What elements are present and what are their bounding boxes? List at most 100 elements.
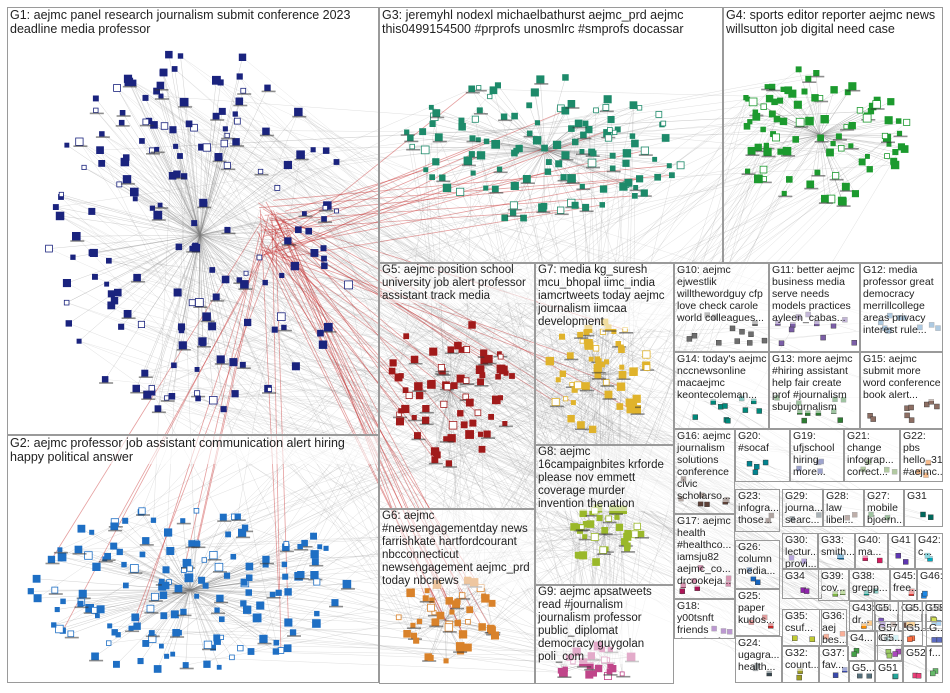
edge-inter [206, 586, 565, 670]
node-g4 [891, 158, 897, 164]
node-g4 [838, 145, 844, 151]
node-g1 [180, 98, 188, 106]
node-g3 [457, 188, 464, 195]
node-label-mark [631, 413, 645, 415]
node-g5 [459, 347, 464, 352]
node-label-mark [436, 181, 450, 183]
node-g1 [119, 324, 124, 329]
node-label-mark [210, 300, 224, 302]
node-label-mark [460, 383, 474, 385]
node-g2 [318, 545, 322, 549]
node-g1 [130, 188, 138, 196]
node-g5 [466, 431, 474, 439]
node-g19 [797, 466, 802, 471]
node-g10 [730, 326, 735, 331]
node-g4 [867, 167, 873, 173]
node-g5 [489, 414, 494, 419]
node-g3 [632, 193, 637, 198]
node-g1 [323, 206, 328, 211]
node-label-mark [445, 353, 459, 355]
node-g4 [765, 85, 769, 89]
node-g38 [873, 589, 878, 594]
node-g4 [815, 170, 820, 175]
node-g40 [877, 558, 882, 563]
node-label-mark [564, 359, 578, 361]
node-g2 [181, 519, 185, 523]
node-label-mark [191, 547, 205, 549]
node-g1 [236, 98, 243, 105]
edge-inter [175, 69, 831, 630]
node-g25 [768, 623, 773, 628]
node-g16 [723, 499, 728, 504]
edge-inter [164, 124, 190, 596]
node-g1 [124, 75, 131, 82]
node-g8 [593, 559, 600, 566]
node-g2 [311, 551, 319, 559]
node-g25 [762, 615, 767, 620]
node-g17 [726, 582, 731, 587]
node-g24 [767, 671, 772, 676]
node-g16 [681, 477, 686, 482]
node-g1 [123, 176, 131, 184]
node-g5 [395, 374, 402, 381]
node-g2 [332, 600, 338, 606]
node-g38 [864, 590, 869, 595]
node-g3 [477, 152, 485, 160]
node-g1 [138, 321, 144, 327]
node-g5 [458, 411, 464, 417]
node-g4 [764, 148, 772, 156]
node-g3 [469, 86, 475, 92]
node-g3 [421, 146, 429, 154]
node-label-mark [521, 182, 535, 184]
node-g3 [430, 175, 435, 180]
node-g3 [623, 150, 631, 158]
node-label-mark [819, 202, 833, 204]
node-g3 [608, 116, 614, 122]
node-g1 [108, 302, 115, 309]
node-g4 [885, 117, 892, 124]
node-g5 [485, 355, 492, 362]
node-g3 [545, 169, 551, 175]
node-g39 [840, 590, 845, 595]
node-g1 [233, 112, 238, 117]
node-g5 [446, 461, 452, 467]
node-g12 [878, 320, 883, 325]
node-g41 [896, 553, 901, 558]
node-g2 [276, 590, 281, 595]
node-g1 [295, 108, 303, 116]
node-g12 [882, 326, 887, 331]
node-g32 [797, 675, 802, 680]
node-label-mark [429, 626, 443, 628]
node-g1 [282, 325, 287, 330]
node-g1 [263, 128, 270, 135]
node-g25 [749, 620, 754, 625]
node-g5 [431, 448, 438, 455]
node-g8 [619, 506, 627, 514]
node-g4 [786, 177, 792, 183]
node-g1 [119, 120, 124, 125]
node-g3 [630, 134, 635, 139]
node-g2 [311, 533, 317, 539]
node-g1 [218, 80, 223, 85]
node-g2 [210, 551, 218, 559]
node-g4 [836, 134, 841, 139]
node-label-mark [467, 141, 481, 143]
node-g11 [790, 323, 795, 328]
node-label-mark [597, 553, 611, 555]
node-g47 [891, 622, 896, 627]
node-g1 [166, 51, 173, 58]
node-g20 [754, 464, 759, 469]
node-g20 [753, 470, 758, 475]
node-g4 [761, 104, 767, 110]
edge-inter [137, 278, 919, 619]
node-g4 [842, 183, 849, 190]
node-label-mark [871, 108, 885, 110]
node-g2 [282, 562, 287, 567]
node-g7 [589, 357, 593, 361]
node-label-mark [840, 129, 854, 131]
node-g14 [711, 400, 716, 405]
node-g16 [679, 496, 684, 501]
node-g17 [726, 576, 731, 581]
node-g11 [852, 340, 857, 345]
node-g1 [244, 319, 251, 326]
